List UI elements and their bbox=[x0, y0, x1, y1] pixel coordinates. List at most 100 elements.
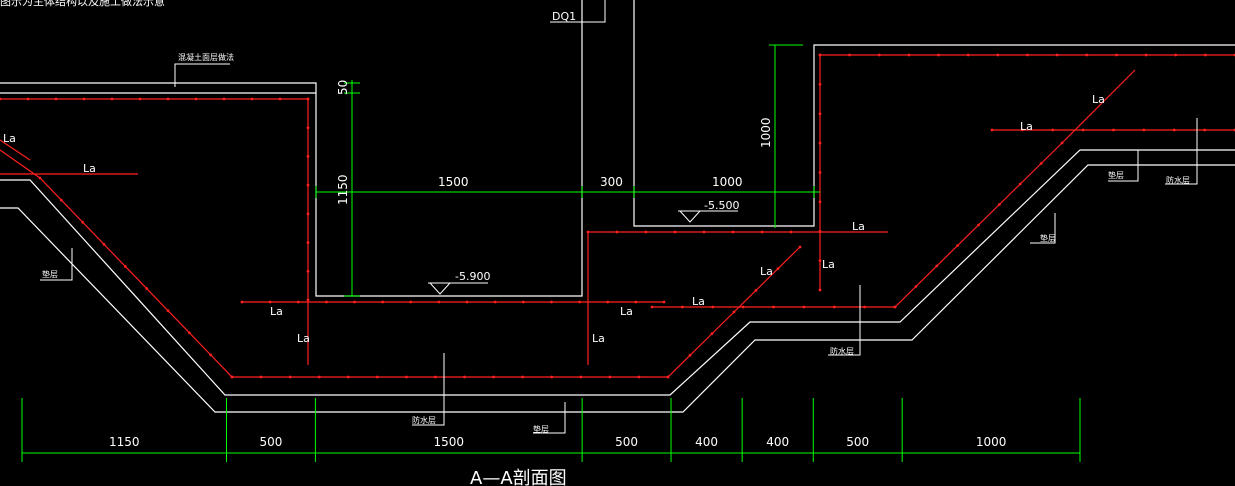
layer-label-top: 混凝土面层做法 bbox=[178, 52, 234, 62]
bottom-dimension-label: 400 bbox=[695, 435, 718, 449]
rebar-dot bbox=[38, 176, 42, 180]
rebar-dot bbox=[802, 305, 806, 309]
bottom-dimension-label: 1500 bbox=[433, 435, 464, 449]
rebar-dot bbox=[732, 310, 736, 314]
rebar-dot bbox=[306, 126, 310, 130]
bottom-dimension-label: 500 bbox=[846, 435, 869, 449]
rebar-dot bbox=[711, 305, 715, 309]
dim-1500: 1500 bbox=[438, 175, 469, 189]
rebar-dot bbox=[702, 230, 706, 234]
section-title: A—A剖面图 bbox=[470, 468, 567, 486]
rebar-dot bbox=[1144, 53, 1148, 57]
rebar-dot bbox=[615, 230, 619, 234]
rebar-dot bbox=[434, 375, 437, 379]
rebar-dot bbox=[893, 305, 897, 309]
rebar-top-right bbox=[819, 54, 1235, 290]
rebar-dot bbox=[1051, 128, 1055, 132]
rebar-dot bbox=[776, 267, 780, 271]
rebar-dot bbox=[306, 183, 310, 187]
rebar-dot bbox=[1039, 162, 1043, 165]
rebar-dot bbox=[1085, 53, 1089, 57]
layer-label: 防水层 bbox=[412, 415, 436, 425]
rebar-dot bbox=[306, 241, 310, 244]
la-label: La bbox=[852, 220, 865, 233]
rebar-dot bbox=[110, 97, 114, 101]
rebar-dot bbox=[306, 155, 310, 158]
leaders bbox=[40, 0, 1198, 434]
rebar-dot bbox=[209, 353, 213, 357]
dim-1150: 1150 bbox=[336, 174, 350, 205]
rebar-dot bbox=[405, 375, 408, 379]
rebar-dot bbox=[138, 97, 142, 101]
la-label: La bbox=[1020, 120, 1033, 133]
tag-dq1: DQ1 bbox=[552, 10, 576, 23]
rebar-dot bbox=[818, 288, 822, 292]
rebar-dot bbox=[381, 300, 385, 304]
rebar-dot bbox=[997, 203, 1001, 206]
rebar-dot bbox=[288, 375, 292, 379]
rebar-dot bbox=[907, 53, 911, 57]
rebar-dot bbox=[550, 300, 553, 304]
rebar-dot bbox=[123, 265, 127, 268]
note-top: 图示为主体结构以及施工做法示意 bbox=[0, 0, 165, 8]
rebar-dot bbox=[578, 300, 581, 304]
rebar-dot bbox=[259, 375, 263, 379]
la-label: La bbox=[1092, 93, 1105, 106]
layer-label: 垫层 bbox=[1040, 233, 1056, 243]
right-pit-outline bbox=[633, 0, 1235, 227]
rebar-dot bbox=[863, 305, 867, 309]
rebar-dot bbox=[0, 97, 2, 101]
rebar-dot bbox=[306, 97, 310, 101]
rebar-dot bbox=[268, 300, 272, 304]
rebar-dot bbox=[187, 331, 191, 335]
rebar-dot bbox=[306, 269, 310, 273]
rebar-dot bbox=[966, 53, 970, 57]
rebar-dot bbox=[1203, 53, 1207, 57]
rebar-dot bbox=[937, 53, 940, 57]
rebar-dot bbox=[680, 305, 684, 309]
rebar-dot bbox=[818, 259, 822, 263]
rebar-top-left bbox=[0, 98, 309, 365]
rebar-dot bbox=[230, 375, 234, 379]
rebar-dot bbox=[650, 305, 654, 309]
rebar-dot bbox=[644, 230, 648, 234]
rebar-dot bbox=[550, 375, 554, 379]
rebar-dot bbox=[375, 375, 379, 379]
rebar-dots bbox=[0, 53, 1235, 379]
rebar-dot bbox=[278, 97, 282, 101]
rebar-dot bbox=[818, 200, 822, 204]
rebar-dot bbox=[731, 230, 735, 234]
rebar-dot bbox=[1060, 141, 1064, 145]
layer-label: 防水层 bbox=[1166, 175, 1190, 185]
bottom-dimension-label: 500 bbox=[259, 435, 282, 449]
rebar-dot bbox=[353, 300, 356, 304]
la-label: La bbox=[3, 132, 16, 145]
la-label: La bbox=[270, 305, 283, 318]
rebar-dot bbox=[1142, 128, 1146, 132]
rebar-dot bbox=[710, 332, 714, 336]
rebar-dot bbox=[818, 112, 822, 116]
dim-1000-vertical: 1000 bbox=[759, 117, 773, 148]
rebar-dot bbox=[848, 53, 852, 57]
rebar-dot bbox=[521, 300, 525, 304]
rebar-dot bbox=[818, 141, 822, 145]
rebar-dot bbox=[1081, 128, 1085, 132]
rebar-dot bbox=[1020, 128, 1024, 132]
rebar-dot bbox=[688, 353, 692, 357]
rebar-dot bbox=[194, 97, 198, 101]
rebar-dot bbox=[82, 97, 86, 101]
left-pit-outline bbox=[0, 0, 583, 297]
rebar-dot bbox=[818, 53, 822, 57]
rebar-dot bbox=[1174, 53, 1178, 57]
rebar-dot bbox=[760, 230, 764, 234]
rebar-dot bbox=[996, 53, 1000, 57]
rebar-dot bbox=[306, 298, 310, 302]
rebar-dot bbox=[977, 223, 980, 227]
rebar-dot bbox=[1172, 128, 1176, 132]
elevation-a: -5.900 bbox=[455, 270, 490, 283]
rebar-dot bbox=[662, 300, 666, 304]
rebar-dot bbox=[637, 375, 641, 379]
dim-300: 300 bbox=[600, 175, 623, 189]
rebar-dot bbox=[789, 230, 793, 234]
rebar-dot bbox=[240, 300, 244, 304]
